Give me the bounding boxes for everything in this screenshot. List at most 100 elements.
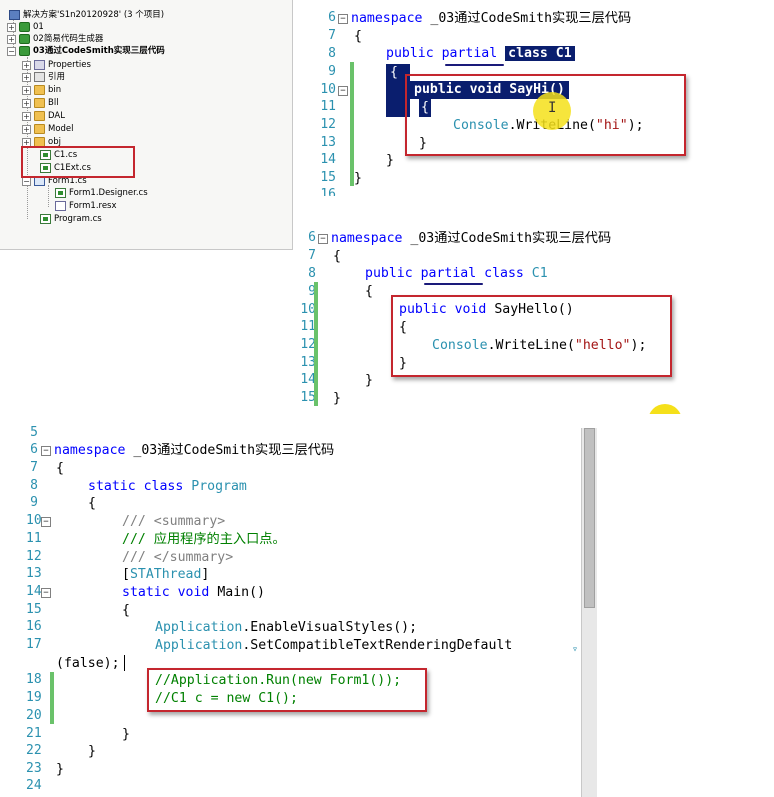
line-number: 13 [26,566,42,581]
line-number: 12 [320,117,336,132]
tree-item-label: C1.cs [54,150,78,160]
code-line: { [56,461,64,476]
code-line: //Application.Run(new Form1()); [155,673,402,688]
tree-item-model[interactable]: + Model [22,123,74,135]
line-number: 12 [26,549,42,564]
line-number: 16 [26,619,42,634]
project-icon [19,34,30,44]
code-editor-c1ext[interactable]: 6 7 8 9 10 11 12 13 14 15 − namespace _0… [300,216,774,414]
code-line: static class Program [88,479,247,494]
expand-icon[interactable]: + [7,34,16,44]
expand-icon[interactable]: + [22,98,31,108]
code-line: public partial class C1 [386,45,575,63]
tree-item-project-02[interactable]: + 02简易代码生成器 [7,33,103,45]
highlight-box-files [21,146,135,178]
project-icon [19,22,30,32]
cursor-highlight [533,92,571,130]
code-line: /// 应用程序的主入口点。 [122,532,286,547]
expand-icon[interactable]: + [7,22,16,32]
line-number: 20 [26,708,42,723]
tree-item-label: obj [48,137,61,147]
highlight-box-method [405,74,686,156]
line-number: 7 [328,28,336,43]
code-line: Console.WriteLine("hello"); [432,338,647,353]
tree-item-solution[interactable]: 解决方案'S1n20120928' (3 个项目) [9,9,164,21]
highlight-box-comments [147,668,427,712]
smart-tag-icon[interactable]: ▿ [572,644,579,655]
line-number: 7 [308,248,316,263]
tree-item-label: 01 [33,22,44,32]
code-line: //C1 c = new C1(); [155,691,298,706]
code-line: { [122,603,130,618]
line-number: 11 [26,531,42,546]
tree-item-label: Bll [48,98,59,108]
code-line: public void SayHello() [399,302,574,317]
underline-annotation [445,64,504,66]
line-number: 14 [300,372,316,387]
tree-item-references[interactable]: + 引用 [22,71,65,83]
tree-item-label: Model [48,124,74,134]
code-line: } [365,373,373,388]
solution-explorer: 解决方案'S1n20120928' (3 个项目) + 01 + 02简易代码生… [0,0,293,250]
tree-item-bin[interactable]: + bin [22,84,61,96]
code-editor-program[interactable]: 5 6 7 8 9 10 11 12 13 14 15 16 17 18 19 … [26,425,598,797]
tree-item-form1-designer[interactable]: Form1.Designer.cs [55,187,148,199]
collapse-icon[interactable]: − [7,46,16,56]
vertical-scrollbar[interactable] [581,428,597,797]
cs-file-icon [40,214,51,224]
code-line: } [386,153,394,168]
cursor-highlight [648,404,682,414]
line-number: 13 [320,135,336,150]
code-line: namespace _03通过CodeSmith实现三层代码 [54,443,335,458]
tree-item-dal[interactable]: + DAL [22,110,65,122]
line-number: 15 [300,390,316,405]
collapse-icon[interactable]: − [41,446,51,456]
tree-item-c1-cs[interactable]: C1.cs [40,149,77,161]
code-line: /// </summary> [122,550,234,565]
change-marker [314,282,318,406]
line-number: 19 [26,690,42,705]
cs-file-icon [55,188,66,198]
collapse-icon[interactable]: − [338,14,348,24]
collapse-icon[interactable]: − [41,588,51,598]
line-number: 14 [320,152,336,167]
expand-icon[interactable]: + [22,124,31,134]
expand-icon[interactable]: + [22,72,31,82]
collapse-icon[interactable]: − [318,234,328,244]
tree-item-label: Form1.cs [48,176,87,186]
tree-item-properties[interactable]: + Properties [22,59,91,71]
line-number: 12 [300,337,316,352]
tree-item-program-cs[interactable]: Program.cs [40,213,102,225]
code-line: Application.EnableVisualStyles(); [155,620,418,635]
code-line: { [333,249,341,264]
line-number: 8 [308,266,316,281]
code-line: } [354,171,362,186]
code-line: (false); [56,656,120,671]
tree-item-project-03[interactable]: − 03通过CodeSmith实现三层代码 [7,45,165,57]
code-line: public partial class C1 [365,266,548,281]
line-number: 9 [328,64,336,79]
collapse-icon[interactable]: − [338,86,348,96]
line-number: 10 [320,82,336,97]
line-number: 16 [320,187,336,196]
code-line: namespace _03通过CodeSmith实现三层代码 [331,231,612,246]
code-editor-c1[interactable]: 6 7 8 9 10 11 12 13 14 15 16 − − namespa… [318,0,774,196]
collapse-icon[interactable]: − [41,517,51,527]
expand-icon[interactable]: + [22,85,31,95]
tree-item-label: 解决方案'S1n20120928' (3 个项目) [23,10,165,20]
line-number: 6 [308,230,316,245]
line-number: 14 [26,584,42,599]
scrollbar-thumb[interactable] [584,428,595,608]
code-line: [STAThread] [122,567,210,582]
tree-item-bll[interactable]: + Bll [22,97,59,109]
tree-item-label: 引用 [48,72,66,82]
tree-item-form1-resx[interactable]: Form1.resx [55,200,117,212]
code-line: { [419,99,431,117]
tree-item-project-01[interactable]: + 01 [7,21,44,33]
tree-item-label: DAL [48,111,65,121]
tree-item-c1ext-cs[interactable]: C1Ext.cs [40,162,91,174]
line-number: 18 [26,672,42,687]
expand-icon[interactable]: + [22,60,31,70]
expand-icon[interactable]: + [22,111,31,121]
folder-icon [34,111,45,121]
